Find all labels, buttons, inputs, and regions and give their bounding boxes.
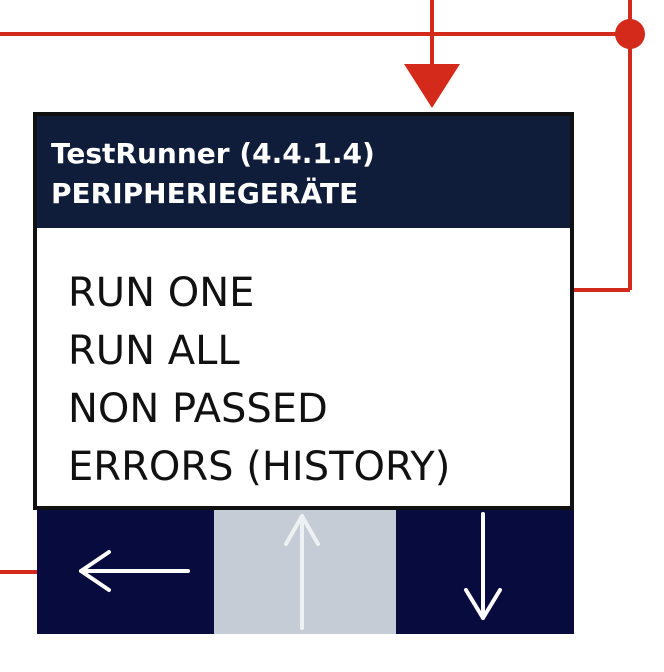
- arrow-head-down: [404, 64, 460, 108]
- app-title: TestRunner (4.4.1.4): [51, 137, 375, 170]
- menu-item-non-passed[interactable]: NON PASSED: [68, 386, 328, 432]
- up-arrow-icon: [284, 514, 320, 630]
- back-button[interactable]: [37, 510, 214, 634]
- junction-dot: [615, 19, 645, 49]
- screen-header: TestRunner (4.4.1.4) PERIPHERIEGERÄTE: [37, 116, 570, 228]
- menu-item-run-one[interactable]: RUN ONE: [68, 270, 255, 316]
- up-button[interactable]: [214, 510, 396, 634]
- left-arrow-icon: [79, 550, 190, 592]
- menu-item-run-all[interactable]: RUN ALL: [68, 328, 240, 374]
- down-arrow-icon: [464, 512, 502, 620]
- device-screen: TestRunner (4.4.1.4) PERIPHERIEGERÄTE RU…: [33, 112, 574, 510]
- nav-bar: [37, 510, 574, 634]
- menu-item-errors-history[interactable]: ERRORS (HISTORY): [68, 444, 451, 490]
- menu-list: RUN ONE RUN ALL NON PASSED ERRORS (HISTO…: [37, 228, 570, 506]
- down-button[interactable]: [396, 510, 574, 634]
- section-title: PERIPHERIEGERÄTE: [51, 177, 359, 210]
